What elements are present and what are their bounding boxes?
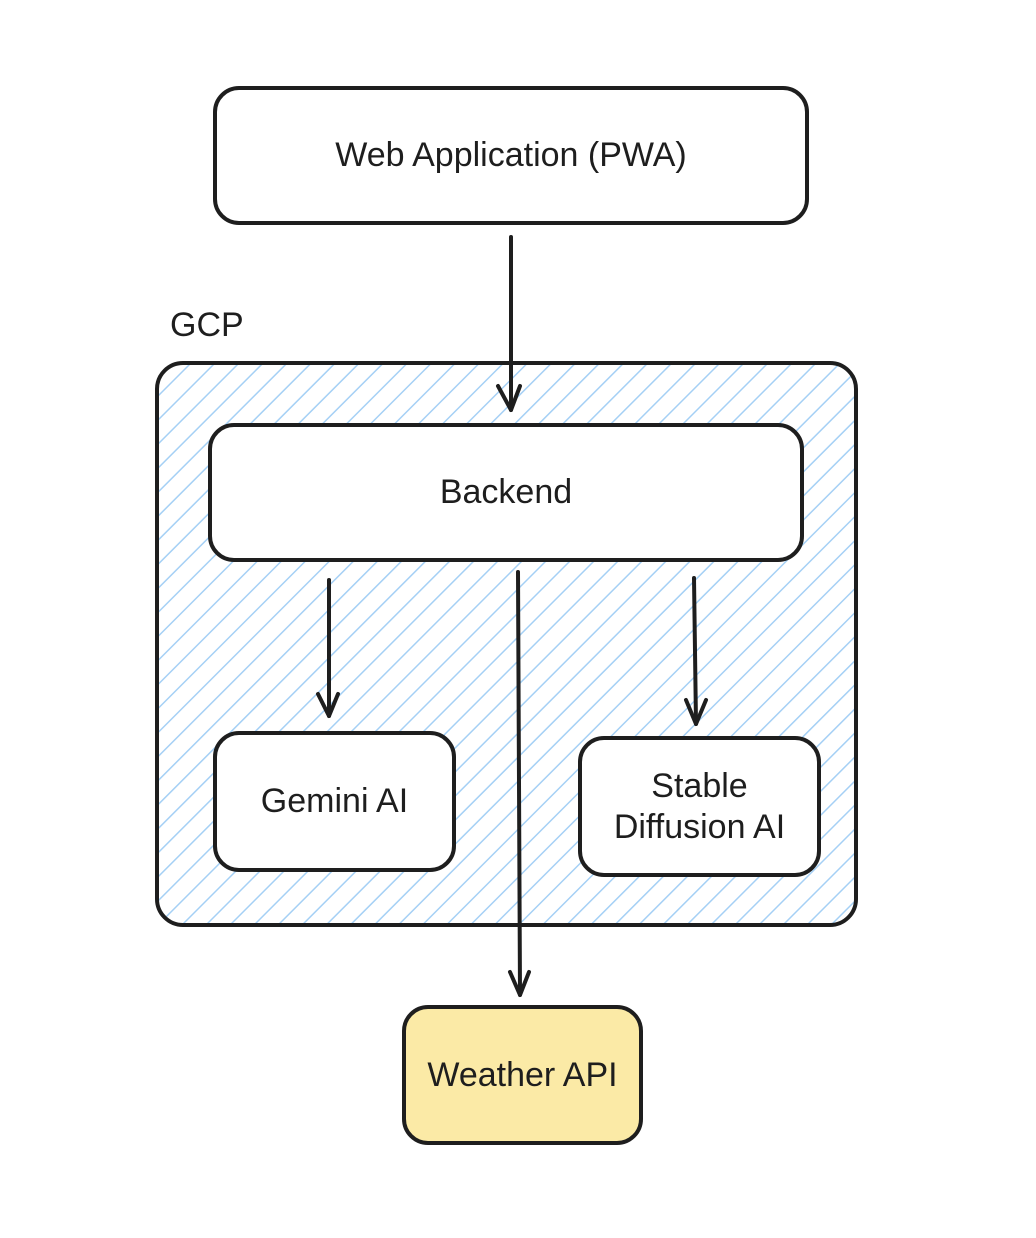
arrow-backend-to-gemini bbox=[316, 578, 340, 718]
node-web-application[interactable]: Web Application (PWA) bbox=[213, 86, 809, 225]
node-backend-label: Backend bbox=[439, 473, 573, 512]
arrow-backend-to-weather-api bbox=[508, 570, 531, 997]
node-backend[interactable]: Backend bbox=[208, 423, 804, 562]
node-web-application-label: Web Application (PWA) bbox=[335, 136, 687, 175]
node-gemini-ai[interactable]: Gemini AI bbox=[213, 731, 456, 872]
node-gemini-ai-label: Gemini AI bbox=[260, 782, 409, 821]
node-weather-api[interactable]: Weather API bbox=[402, 1005, 643, 1145]
arrow-backend-to-stable-diffusion bbox=[684, 576, 708, 726]
gcp-group-label: GCP bbox=[170, 306, 244, 344]
node-stable-diffusion-ai-label: Stable Diffusion AI bbox=[613, 766, 786, 846]
arrow-webapp-to-backend bbox=[496, 235, 522, 412]
node-weather-api-label: Weather API bbox=[427, 1055, 618, 1094]
node-stable-diffusion-ai[interactable]: Stable Diffusion AI bbox=[578, 736, 821, 877]
